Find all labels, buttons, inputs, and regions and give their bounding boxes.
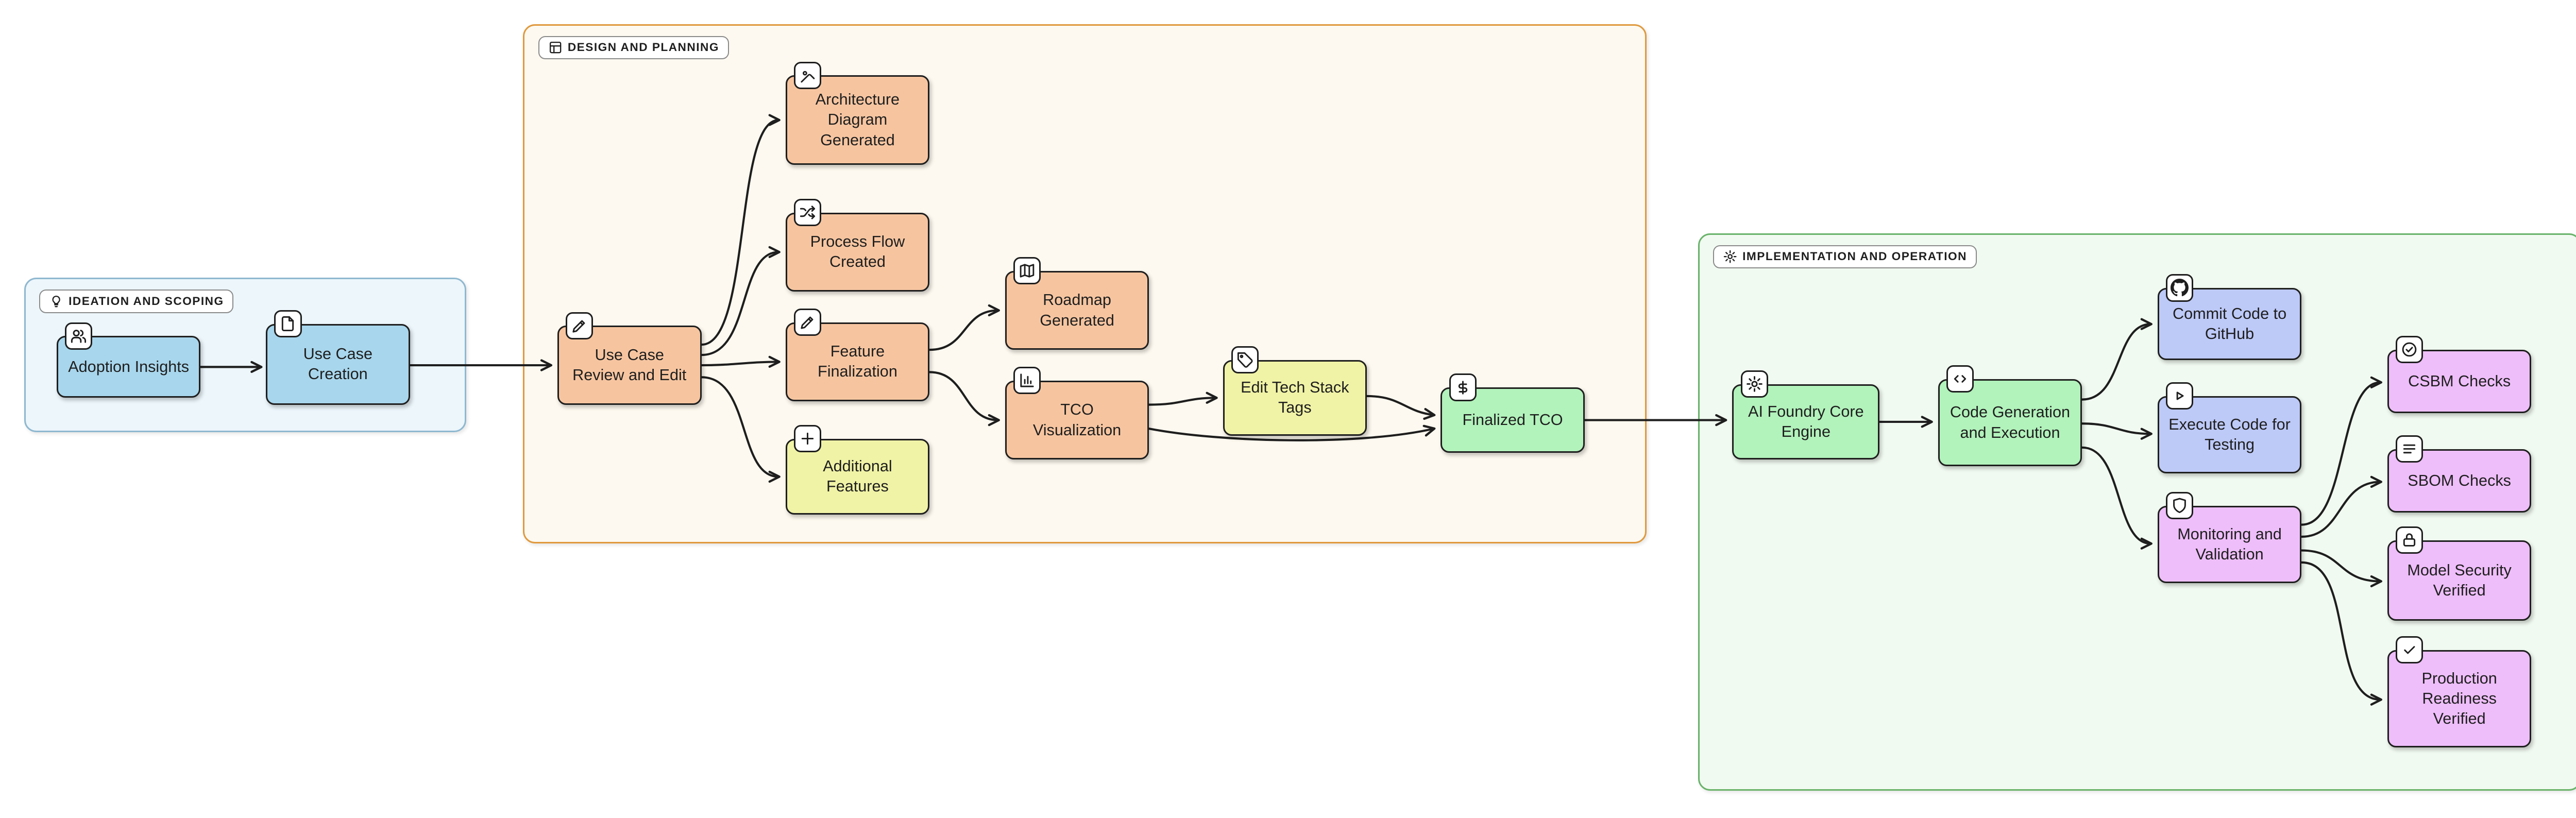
node-finalized-tco[interactable]: Finalized TCO [1440, 373, 1585, 453]
node-commit-code-to-github[interactable]: Commit Code to GitHub [2157, 274, 2302, 361]
group-title: IMPLEMENTATION AND OPERATION [1742, 250, 1967, 263]
list-icon [2396, 435, 2424, 463]
github-icon [2166, 274, 2194, 302]
node-label: Process Flow Created [810, 233, 905, 271]
dollar-icon [1449, 373, 1477, 401]
document-icon [274, 310, 302, 338]
node-label: Additional Features [823, 457, 892, 496]
edit-icon [566, 312, 594, 339]
node-process-flow-created[interactable]: Process Flow Created [785, 198, 930, 292]
node-feature-finalization[interactable]: Feature Finalization [785, 308, 930, 401]
node-label: Code Generation and Execution [1950, 403, 2071, 441]
node-adoption-insights[interactable]: Adoption Insights [56, 322, 201, 398]
node-use-case-review-and-edit[interactable]: Use Case Review and Edit [557, 312, 702, 405]
node-ai-foundry-core-engine[interactable]: AI Foundry Core Engine [1732, 370, 1880, 460]
node-label: Architecture Diagram Generated [815, 91, 900, 149]
node-csbm-checks[interactable]: CSBM Checks [2387, 336, 2532, 414]
node-label: Use Case Review and Edit [572, 346, 687, 384]
tag-icon [1231, 346, 1259, 374]
node-label: SBOM Checks [2408, 472, 2511, 490]
node-production-readiness-verified[interactable]: Production Readiness Verified [2387, 636, 2532, 748]
lock-icon [2396, 526, 2424, 554]
node-edit-tech-stack-tags[interactable]: Edit Tech Stack Tags [1223, 346, 1367, 436]
node-label: Production Readiness Verified [2421, 669, 2497, 728]
node-label: Edit Tech Stack Tags [1241, 379, 1349, 417]
node-use-case-creation[interactable]: Use Case Creation [265, 310, 410, 405]
node-roadmap-generated[interactable]: Roadmap Generated [1005, 257, 1149, 350]
check-square-icon [2396, 636, 2424, 663]
node-label: Monitoring and Validation [2177, 525, 2282, 563]
gear-icon [1723, 249, 1737, 264]
node-code-generation-and-execution[interactable]: Code Generation and Execution [1938, 365, 2082, 467]
lightbulb-icon [49, 294, 63, 309]
code-icon [1946, 365, 1974, 393]
node-label: TCO Visualization [1032, 401, 1122, 439]
node-label: CSBM Checks [2408, 372, 2511, 390]
node-label: Execute Code for Testing [2168, 415, 2291, 453]
node-label: Feature Finalization [818, 343, 897, 381]
group-label-implementation: IMPLEMENTATION AND OPERATION [1713, 245, 1977, 269]
node-label: AI Foundry Core Engine [1748, 402, 1864, 440]
group-label-design: DESIGN AND PLANNING [538, 36, 729, 60]
node-additional-features[interactable]: Additional Features [785, 425, 930, 515]
node-monitoring-and-validation[interactable]: Monitoring and Validation [2157, 492, 2302, 583]
play-icon [2166, 382, 2194, 410]
group-title: DESIGN AND PLANNING [567, 41, 719, 54]
node-sbom-checks[interactable]: SBOM Checks [2387, 435, 2532, 513]
plus-icon [793, 425, 822, 453]
bar-chart-icon [1013, 367, 1041, 395]
node-tco-visualization[interactable]: TCO Visualization [1005, 367, 1149, 460]
node-model-security-verified[interactable]: Model Security Verified [2387, 526, 2532, 621]
check-circle-icon [2396, 336, 2424, 364]
node-label: Commit Code to GitHub [2172, 304, 2287, 343]
node-architecture-diagram-generated[interactable]: Architecture Diagram Generated [785, 61, 930, 165]
node-execute-code-for-testing[interactable]: Execute Code for Testing [2157, 382, 2302, 473]
users-icon [65, 322, 93, 350]
node-label: Use Case Creation [303, 345, 372, 383]
image-icon [793, 61, 822, 89]
group-title: IDEATION AND SCOPING [69, 295, 224, 308]
gear-icon [1740, 370, 1768, 398]
map-icon [1013, 257, 1041, 285]
node-label: Roadmap Generated [1040, 291, 1114, 329]
shield-icon [2166, 492, 2194, 520]
node-label: Adoption Insights [68, 357, 190, 376]
edit-icon [793, 308, 822, 336]
shuffle-icon [793, 198, 822, 227]
node-label: Finalized TCO [1462, 411, 1563, 429]
layout-icon [548, 40, 563, 55]
group-label-ideation: IDEATION AND SCOPING [39, 289, 234, 313]
node-label: Model Security Verified [2407, 561, 2512, 599]
